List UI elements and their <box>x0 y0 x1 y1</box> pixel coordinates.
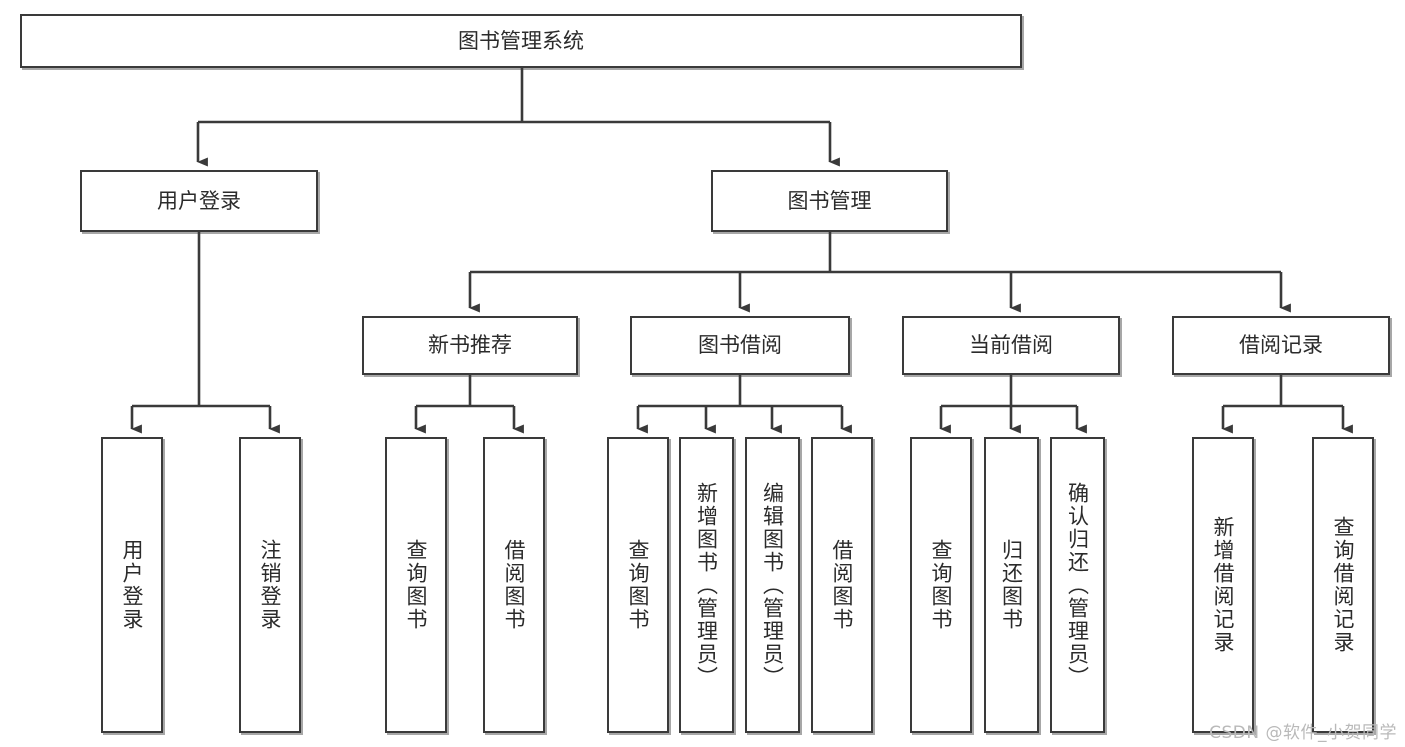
node-leaf-user-login-label: 用户登录 <box>120 539 145 631</box>
node-user-login[interactable]: 用户登录 <box>80 170 318 232</box>
node-leaf-query-record[interactable]: 查询借阅记录 <box>1312 437 1374 733</box>
node-root[interactable]: 图书管理系统 <box>20 14 1022 68</box>
node-leaf-query-book-1-label: 查询图书 <box>404 539 429 631</box>
node-leaf-confirm-return[interactable]: 确认归还（管理员） <box>1050 437 1105 733</box>
node-leaf-return-book-label: 归还图书 <box>999 539 1024 631</box>
node-leaf-query-book-2-label: 查询图书 <box>626 539 651 631</box>
node-leaf-borrow-book-1[interactable]: 借阅图书 <box>483 437 545 733</box>
node-book-manage-label: 图书管理 <box>787 188 872 213</box>
node-leaf-query-record-label: 查询借阅记录 <box>1331 516 1356 654</box>
node-leaf-user-login[interactable]: 用户登录 <box>101 437 163 733</box>
node-leaf-borrow-book-2[interactable]: 借阅图书 <box>811 437 873 733</box>
node-current-borrow[interactable]: 当前借阅 <box>902 316 1120 375</box>
node-leaf-query-book-2[interactable]: 查询图书 <box>607 437 669 733</box>
node-leaf-add-book[interactable]: 新增图书（管理员） <box>679 437 734 733</box>
node-new-book-rec-label: 新书推荐 <box>428 333 512 358</box>
node-borrow-record-label: 借阅记录 <box>1239 333 1323 358</box>
watermark-text: CSDN @软件_小贺同学 <box>1209 723 1397 743</box>
node-book-manage[interactable]: 图书管理 <box>711 170 948 232</box>
node-leaf-confirm-return-label: 确认归还（管理员） <box>1065 481 1090 689</box>
node-book-borrow-label: 图书借阅 <box>698 333 782 358</box>
node-user-login-label: 用户登录 <box>157 188 241 213</box>
node-leaf-user-logout-label: 注销登录 <box>258 539 283 631</box>
node-leaf-borrow-book-2-label: 借阅图书 <box>830 539 855 631</box>
node-new-book-rec[interactable]: 新书推荐 <box>362 316 578 375</box>
node-leaf-edit-book[interactable]: 编辑图书（管理员） <box>745 437 800 733</box>
node-leaf-add-record-label: 新增借阅记录 <box>1211 516 1236 654</box>
node-leaf-user-logout[interactable]: 注销登录 <box>239 437 301 733</box>
node-leaf-query-book-3-label: 查询图书 <box>929 539 954 631</box>
node-current-borrow-label: 当前借阅 <box>969 333 1053 358</box>
node-leaf-add-record[interactable]: 新增借阅记录 <box>1192 437 1254 733</box>
node-leaf-query-book-3[interactable]: 查询图书 <box>910 437 972 733</box>
node-borrow-record[interactable]: 借阅记录 <box>1172 316 1390 375</box>
node-leaf-edit-book-label: 编辑图书（管理员） <box>760 481 785 689</box>
node-leaf-add-book-label: 新增图书（管理员） <box>694 481 719 689</box>
node-leaf-return-book[interactable]: 归还图书 <box>984 437 1039 733</box>
node-leaf-borrow-book-1-label: 借阅图书 <box>502 539 527 631</box>
node-book-borrow[interactable]: 图书借阅 <box>630 316 850 375</box>
node-root-label: 图书管理系统 <box>458 28 584 53</box>
node-leaf-query-book-1[interactable]: 查询图书 <box>385 437 447 733</box>
